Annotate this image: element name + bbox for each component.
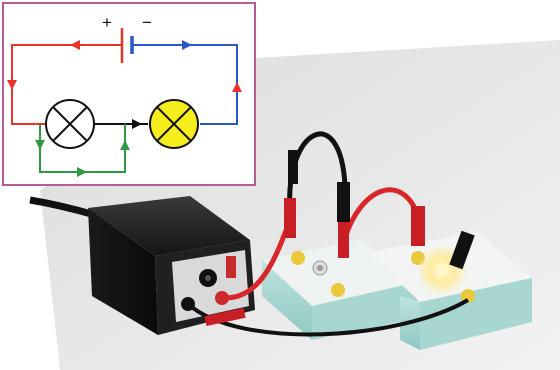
unlit-bulb xyxy=(317,265,323,271)
arrow-up-icon xyxy=(120,140,130,150)
plus-sign: + xyxy=(102,13,112,32)
power-supply xyxy=(88,196,255,335)
arrow-right-icon xyxy=(132,119,142,129)
psu-label-plate xyxy=(226,256,236,278)
lamp-unlit xyxy=(45,99,95,149)
wire-red-bridge xyxy=(342,187,421,239)
socket-yellow xyxy=(331,283,345,297)
arrow-right-icon xyxy=(77,167,87,177)
arrow-up-icon xyxy=(232,82,242,92)
arrow-down-icon xyxy=(35,140,45,150)
diagram-frame xyxy=(2,2,256,186)
arrow-left-icon xyxy=(70,40,80,50)
arrow-left-icon xyxy=(182,40,192,50)
minus-sign: − xyxy=(142,13,152,32)
lit-bulb xyxy=(436,264,448,276)
arrow-down-icon xyxy=(7,80,17,90)
lamp-lit xyxy=(149,99,199,149)
socket-yellow xyxy=(291,251,305,265)
circuit-diagram: + − xyxy=(2,2,256,186)
plugs xyxy=(204,150,475,327)
